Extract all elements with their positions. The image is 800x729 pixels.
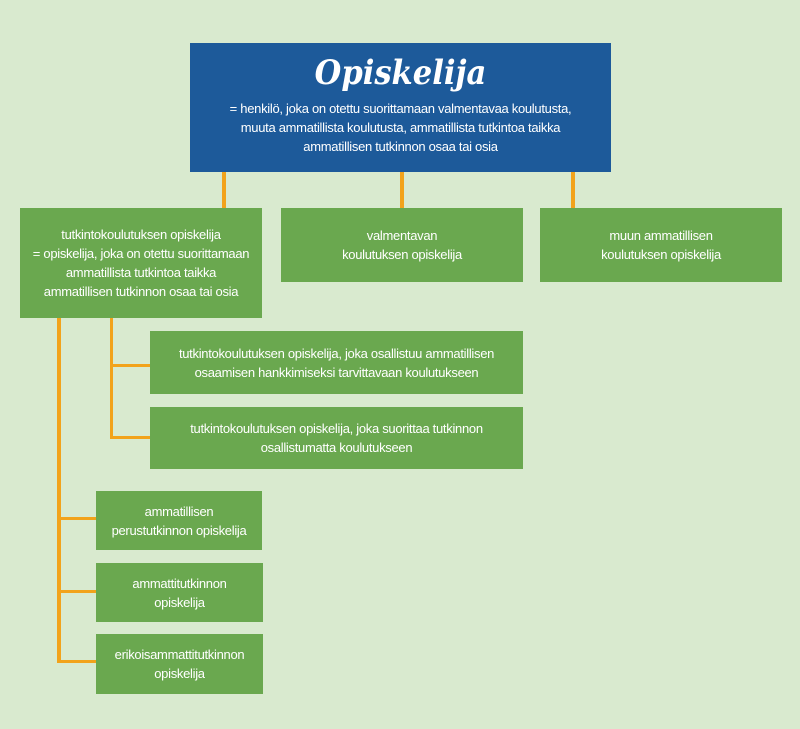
connector-to-not-participating [110,436,150,439]
connector-to-vocational-upper-secondary [57,517,96,520]
connector-root-other [571,172,575,208]
box-specialist-vocational-student: erikoisammattitutkinnon opiskelija [96,634,263,694]
box-not-participating-student: tutkintokoulutuksen opiskelija, joka suo… [150,407,523,469]
root-title: Opiskelija [314,53,487,93]
connector-degree-level2-trunk [110,318,113,439]
box-other-vocational-student: muun ammatillisen koulutuksen opiskelija [540,208,782,282]
box-vocational-upper-secondary-student: ammatillisen perustutkinnon opiskelija [96,491,262,550]
connector-to-specialist-vocational [57,660,96,663]
connector-degree-level3-trunk [57,318,61,663]
box-preparatory-student: valmentavan koulutuksen opiskelija [281,208,523,282]
connector-to-participating [110,364,150,367]
box-further-vocational-student: ammattitutkinnon opiskelija [96,563,263,622]
root-description: = henkilö, joka on otettu suorittamaan v… [229,101,572,154]
connector-root-preparatory [400,172,404,208]
box-degree-student: tutkintokoulutuksen opiskelija = opiskel… [20,208,262,318]
root-box-opiskelija: Opiskelija = henkilö, joka on otettu suo… [190,43,611,172]
connector-to-further-vocational [57,590,96,593]
connector-root-degree [222,172,226,208]
box-participating-student: tutkintokoulutuksen opiskelija, joka osa… [150,331,523,394]
